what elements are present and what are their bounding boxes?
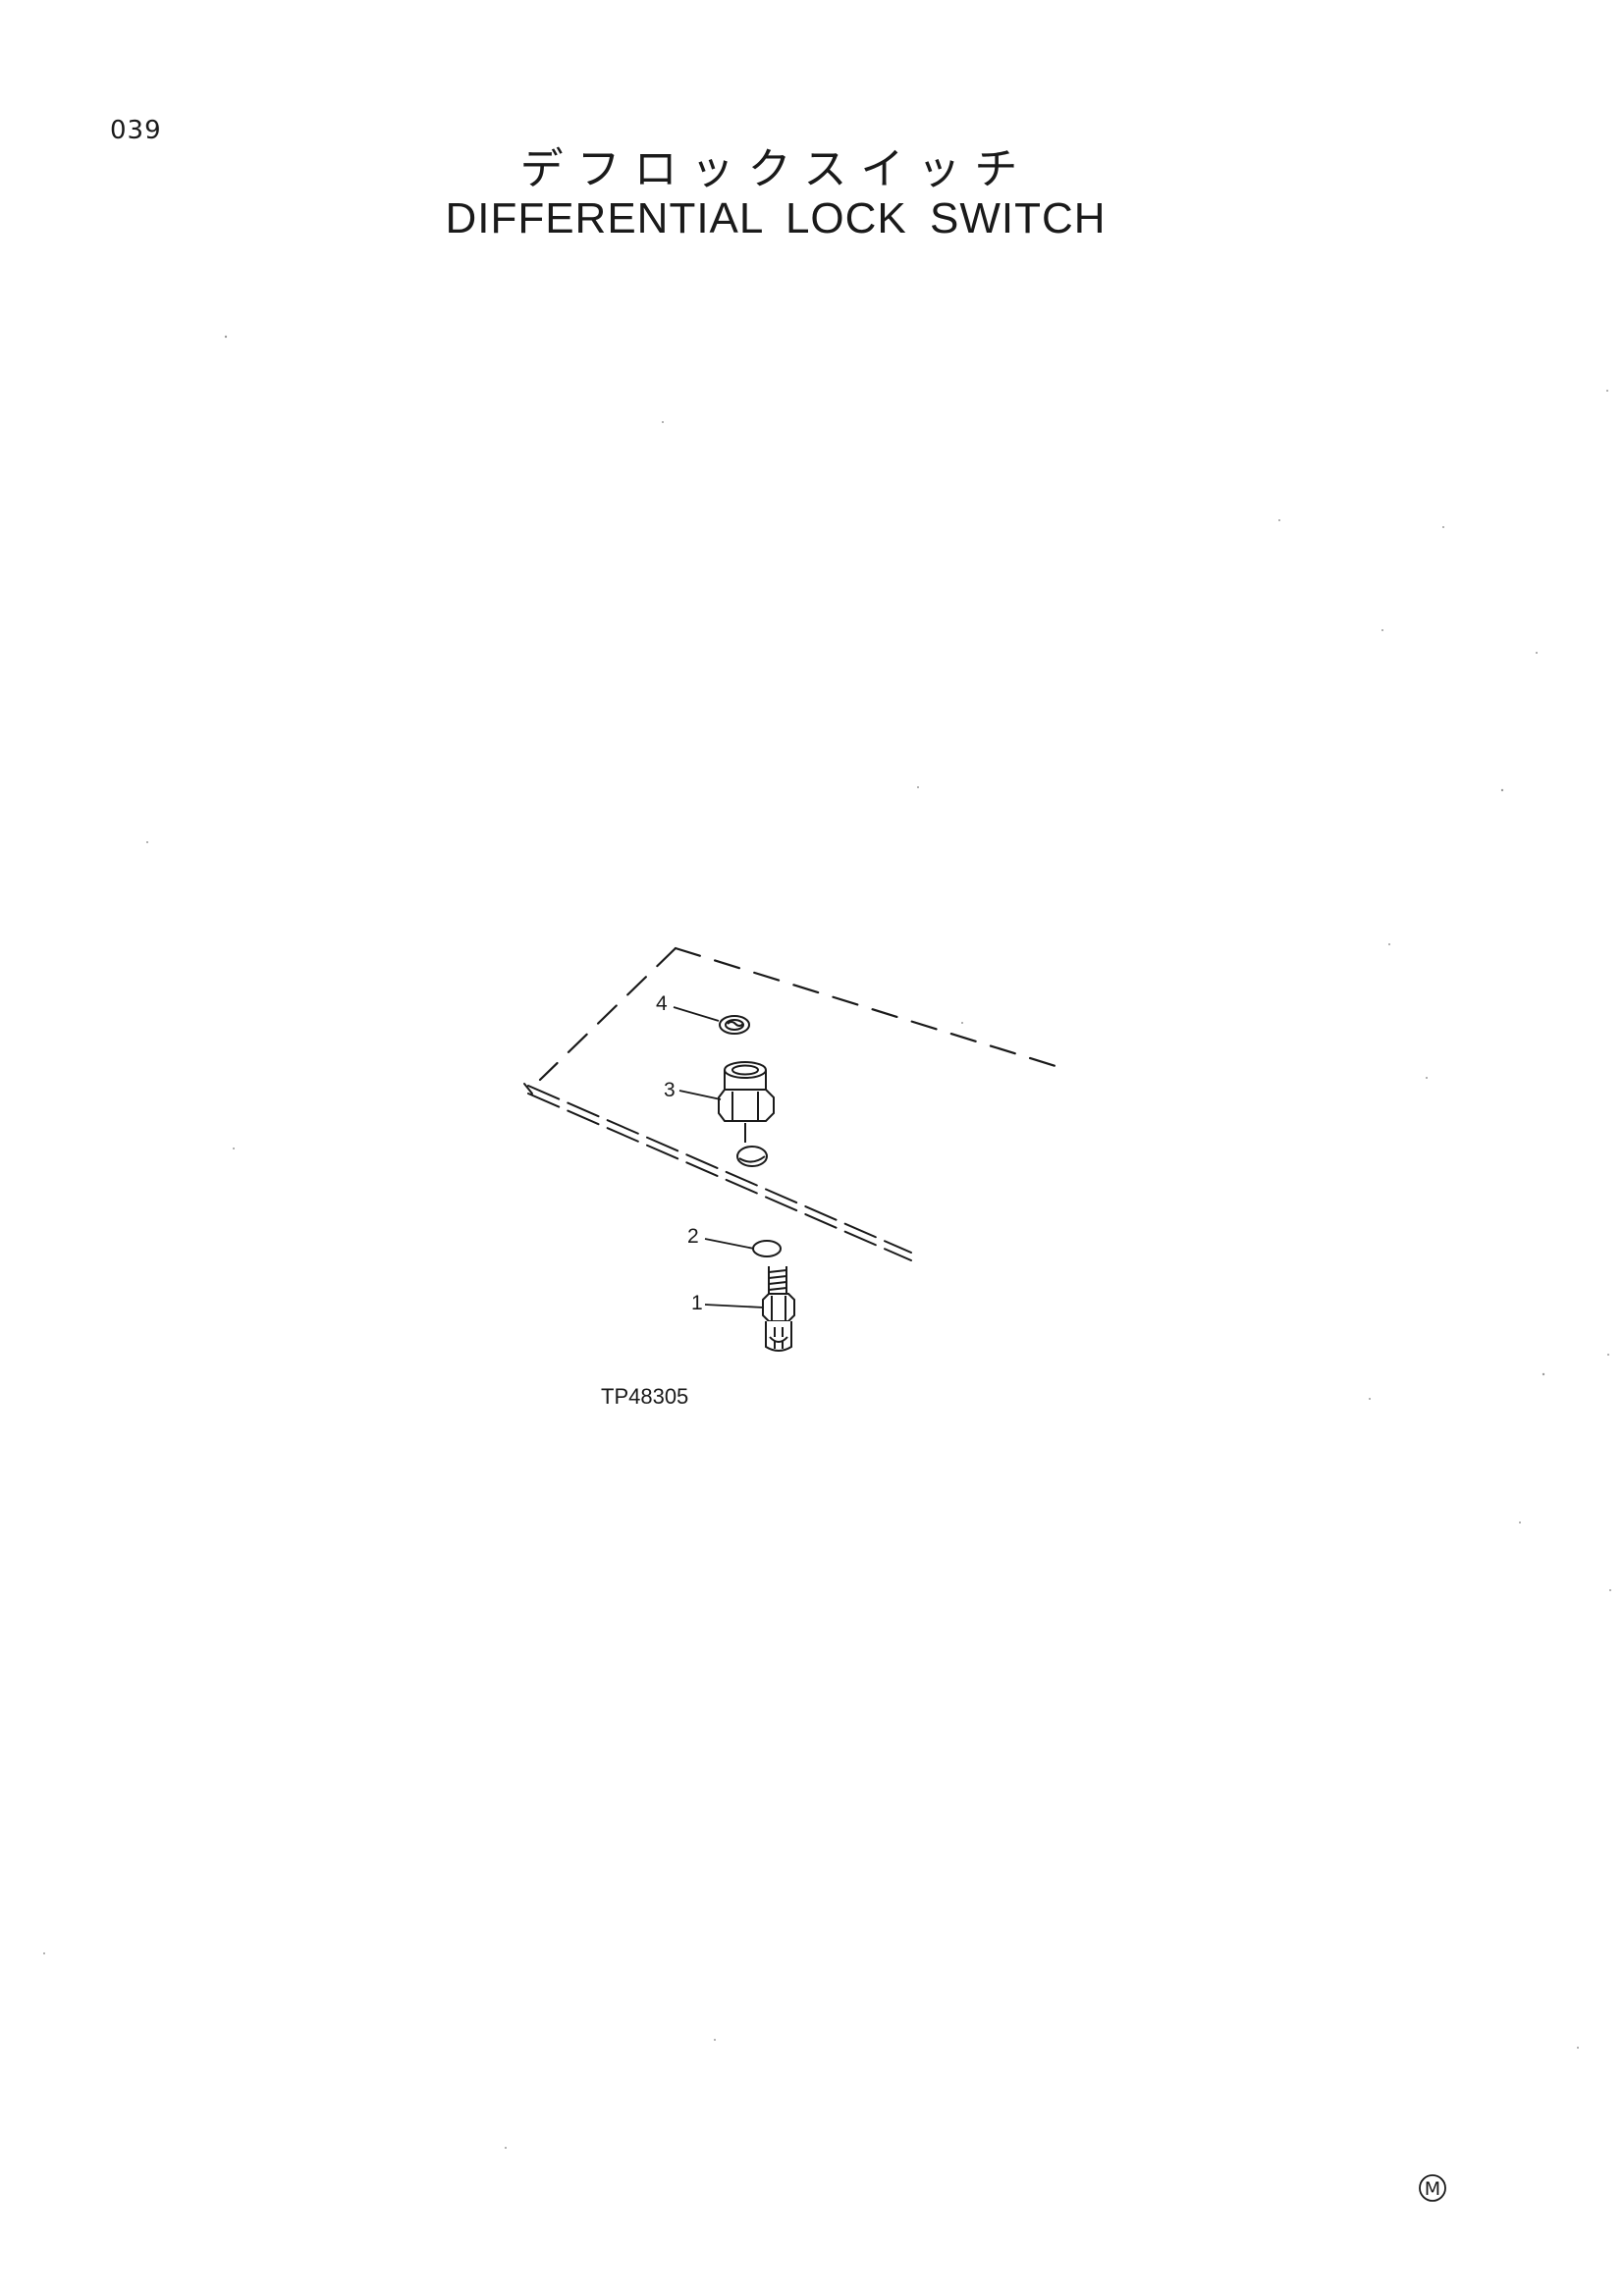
mounting-plate-edge (523, 1083, 912, 1261)
part-4-lock-washer (719, 1015, 750, 1035)
title-english: DIFFERENTIAL LOCK SWITCH (445, 194, 1107, 242)
callout-4: 4 (656, 992, 668, 1015)
figure-code: TP48305 (601, 1384, 688, 1409)
footer-circled-mark: M (1419, 2174, 1446, 2202)
callout-2: 2 (687, 1225, 699, 1248)
callout-leaders (673, 1006, 765, 1308)
footer-mark-letter: M (1425, 2178, 1440, 2200)
callout-1: 1 (691, 1292, 703, 1314)
callout-3: 3 (664, 1079, 676, 1101)
page-number: 039 (110, 116, 162, 145)
mounting-plate-outline (538, 946, 1057, 1082)
plate-port-opening (736, 1146, 768, 1167)
part-3-adapter (718, 1061, 775, 1143)
title-japanese: デフロックスイッチ (519, 144, 1032, 194)
scan-specks (43, 335, 1611, 2149)
part-1-switch (762, 1266, 795, 1352)
part-2-gasket (752, 1240, 782, 1257)
